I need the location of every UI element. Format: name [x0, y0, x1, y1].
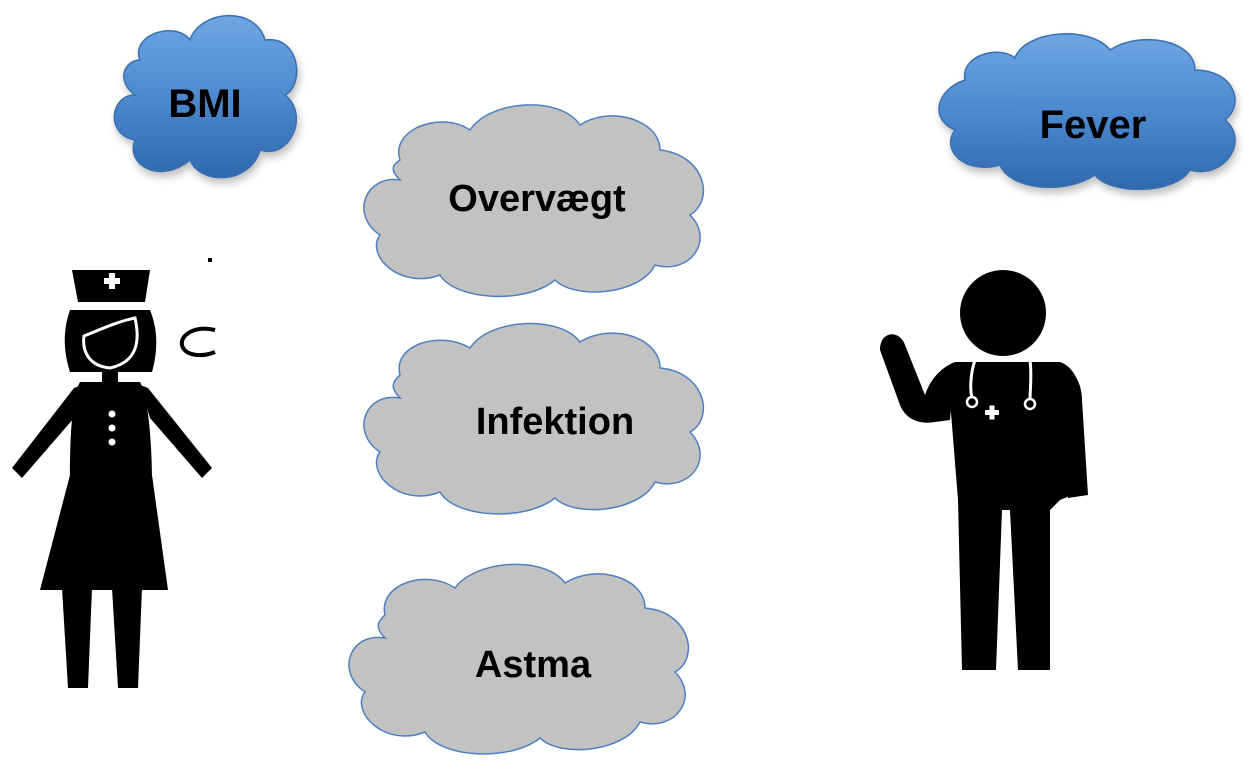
astma-cloud: [348, 563, 690, 755]
overvaegt-cloud: [363, 104, 705, 298]
overvaegt-label: Overvægt: [448, 178, 626, 220]
bmi-label: BMI: [168, 82, 241, 126]
bmi-cloud: [113, 14, 298, 179]
fever-cloud: [938, 33, 1236, 191]
astma-label: Astma: [475, 644, 592, 686]
infektion-cloud: [363, 322, 705, 515]
infektion-label: Infektion: [476, 401, 634, 443]
fever-label: Fever: [1040, 103, 1147, 147]
doctor-icon: [880, 270, 1088, 670]
nurse-icon: [12, 258, 216, 688]
